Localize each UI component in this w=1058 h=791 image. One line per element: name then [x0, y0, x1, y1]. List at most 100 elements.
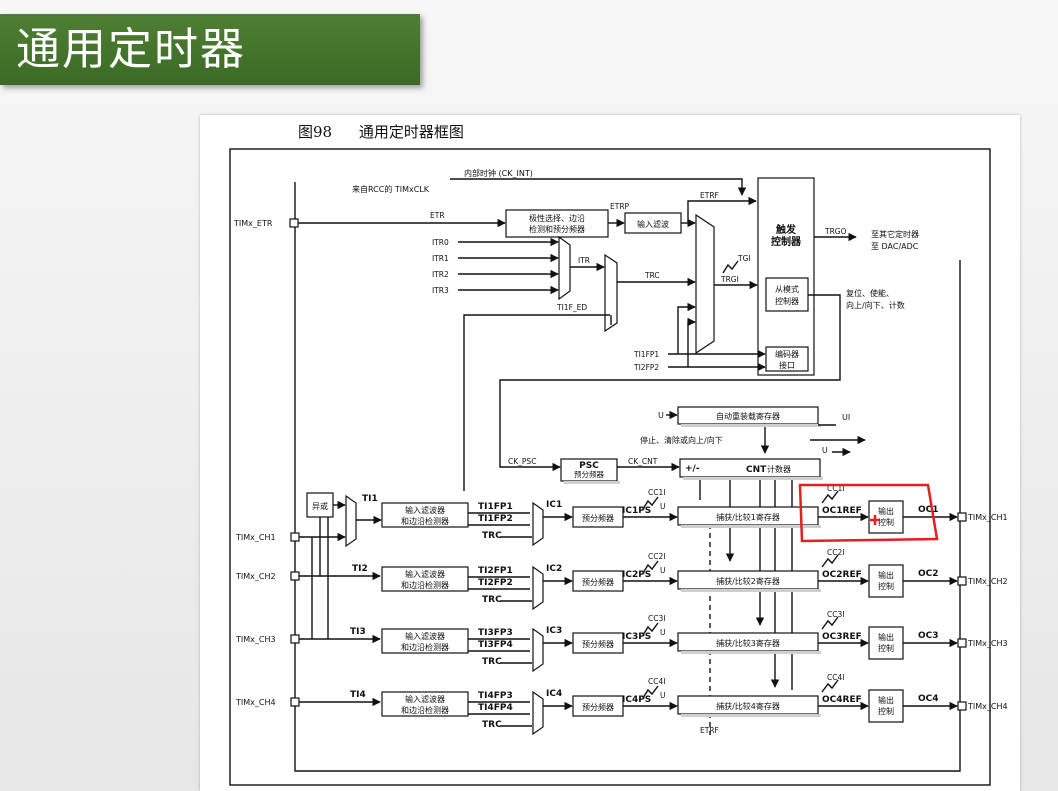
out-ctrl-label-a-3: 输出 — [878, 632, 894, 642]
cci-arrow-2 — [821, 554, 839, 568]
filter-out-b-3 — [468, 650, 532, 664]
pin-etr-label: TIMx_ETR — [233, 219, 273, 228]
fp-a-2: TI2FP1 — [478, 566, 513, 576]
capcmp-label-3: 捕获/比较3寄存器 — [716, 638, 780, 648]
pin-out-2 — [957, 576, 967, 586]
ck-psc-signal: CK_PSC — [508, 457, 536, 466]
ocref-label-3: OC3REF — [822, 632, 862, 642]
cci-arrow-3 — [821, 616, 839, 630]
polarity-block — [505, 209, 609, 238]
pin-out-4 — [957, 701, 967, 711]
pin-ch4-label: TIMx_CH4 — [235, 698, 276, 707]
filter-out-b-1 — [468, 524, 532, 538]
out-ctrl-label-b-3: 控制 — [878, 643, 894, 653]
figure-label: 图98 — [298, 123, 333, 141]
pin-ch2 — [290, 571, 300, 581]
pin-out-1 — [957, 512, 967, 522]
encoder-label-2: 接口 — [779, 360, 795, 370]
etrp-signal: ETRP — [610, 202, 630, 211]
psc-label: PSC — [579, 461, 599, 471]
ic-mux-4 — [532, 690, 544, 736]
filter-label-b-2: 和边沿检测器 — [401, 580, 449, 590]
out-ctrl-label-b-4: 控制 — [878, 706, 894, 716]
etrf-line — [687, 196, 757, 223]
slave-label-1: 从模式 — [775, 284, 799, 294]
itr3-signal: ITR3 — [432, 286, 449, 295]
cc-u-4: U — [660, 691, 666, 700]
polarity-label-1: 极性选择、边沿 — [529, 213, 585, 223]
itr-mux — [558, 235, 571, 301]
ocref-label-1: OC1REF — [822, 506, 862, 516]
cc-label-2: CC2I — [648, 552, 665, 561]
filter-label-b-1: 和边沿检测器 — [401, 516, 449, 526]
ic-label-4: IC4 — [546, 689, 562, 699]
pin-ch2-label: TIMx_CH2 — [235, 572, 276, 581]
diagram-frame — [229, 148, 991, 786]
ti1f-ed-signal: TI1F_ED — [556, 303, 587, 312]
cc-arrow-1 — [642, 496, 659, 510]
ocref-label-4: OC4REF — [822, 695, 862, 705]
auto-reload-shadow — [681, 424, 821, 427]
cc-u-3: U — [660, 628, 666, 637]
trgi-signal: TRGI — [720, 275, 739, 284]
prescaler-label-2: 预分频器 — [582, 577, 614, 587]
ocref-label-2: OC2REF — [822, 570, 862, 580]
capcmp-shadow-3 — [681, 651, 821, 654]
etr-filter-label: 输入滤波 — [637, 219, 669, 229]
cnt-label: CNT — [746, 465, 767, 475]
ic-mux-3 — [532, 627, 544, 673]
cci-out-1: CC1I — [827, 484, 844, 493]
ti4-label: TI4 — [350, 690, 366, 700]
trigger-label-1: 触发 — [775, 223, 797, 236]
etrf-signal: ETRF — [700, 191, 719, 200]
ic-mux-2 — [532, 565, 544, 611]
itr1-signal: ITR1 — [432, 254, 449, 263]
ti3-label: TI3 — [350, 627, 366, 637]
pin-ch4 — [290, 697, 300, 707]
cci-out-2: CC2I — [827, 548, 844, 557]
prescaler-label-4: 预分频器 — [582, 702, 614, 712]
filter-block-4 — [381, 691, 469, 717]
to-other-1: 至其它定时器 — [871, 229, 919, 239]
trgo-signal: TRGO — [824, 227, 847, 236]
itr2-signal: ITR2 — [432, 270, 449, 279]
stop-clear-label: 停止、清除或向上/向下 — [640, 435, 723, 445]
xor-label: 异或 — [312, 501, 328, 511]
tgi-arrow — [722, 260, 739, 274]
pin-out-label-3: TIMx_CH3 — [967, 639, 1008, 648]
ti2fp2-signal: TI2FP2 — [633, 363, 659, 372]
ic-label-2: IC2 — [546, 564, 562, 574]
ti1fp1-signal: TI1FP1 — [633, 350, 659, 359]
cci-out-4: CC4I — [827, 673, 844, 682]
capcmp-shadow-4 — [681, 714, 821, 717]
ti2-label: TI2 — [352, 564, 368, 574]
cc-arrow-2 — [642, 560, 659, 574]
filter-block-2 — [381, 566, 469, 592]
pin-out-3 — [957, 638, 967, 648]
cci-arrow-4 — [821, 679, 839, 693]
u-label-2: U — [822, 446, 828, 455]
out-ctrl-3 — [868, 626, 904, 660]
fp-b-1: TI1FP2 — [478, 514, 513, 524]
oc-label-4: OC4 — [918, 694, 939, 704]
ic-label-1: IC1 — [546, 500, 562, 510]
filter-label-b-3: 和边沿检测器 — [401, 642, 449, 652]
trc-signal: TRC — [644, 271, 660, 280]
ar-u-label: U — [658, 411, 664, 420]
encoder-interface — [765, 346, 809, 372]
tgi-signal: TGI — [737, 254, 751, 263]
pin-out-label-2: TIMx_CH2 — [967, 577, 1008, 586]
ck-cnt-signal: CK_CNT — [628, 457, 658, 466]
cc-label-3: CC3I — [648, 614, 665, 623]
reset-enable-2: 向上/向下、计数 — [846, 300, 905, 310]
filter-label-a-1: 输入滤波器 — [405, 505, 445, 515]
slave-out-line — [499, 294, 841, 460]
trc-in-1: TRC — [482, 531, 502, 541]
oc-label-3: OC3 — [918, 631, 939, 641]
filter-label-a-2: 输入滤波器 — [405, 569, 445, 579]
fp-b-2: TI2FP2 — [478, 578, 513, 588]
xor-block — [306, 492, 334, 518]
pin-out-label-1: TIMx_CH1 — [967, 513, 1008, 522]
out-ctrl-label-b-1: 控制 — [878, 517, 894, 527]
ti2fp2-mux — [687, 317, 696, 367]
